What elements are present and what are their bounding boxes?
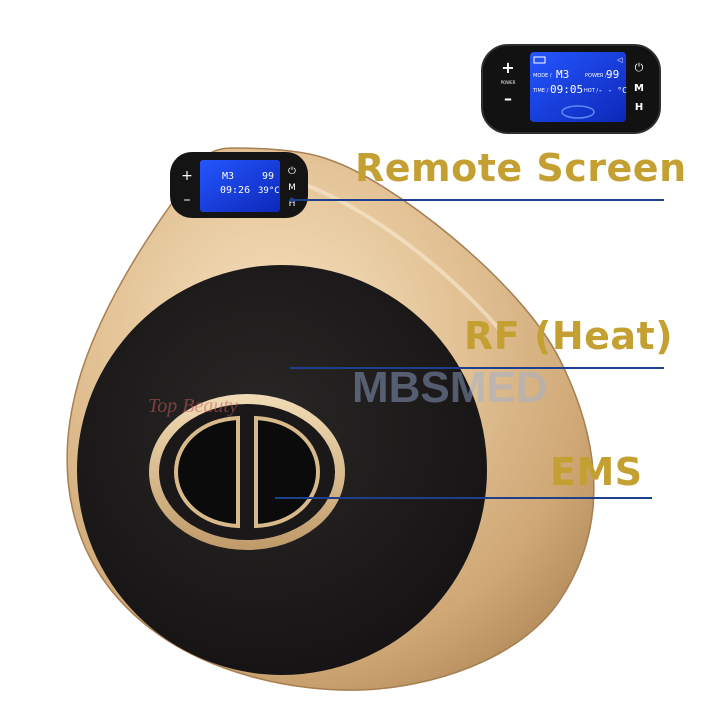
device-h-button[interactable]: H xyxy=(289,199,296,209)
remote-power-caption: POWER xyxy=(501,80,516,85)
device-time-value: 09:26 xyxy=(220,185,250,196)
ems-electrode-left xyxy=(173,415,240,529)
watermark-right: MBSMED xyxy=(352,363,548,412)
remote-screen-inset: + POWER – MODE / M3 POWER / 99 ◁ TIME / … xyxy=(481,44,661,134)
remote-time-label: TIME / xyxy=(532,88,549,94)
remote-mode-label: MODE / xyxy=(533,73,552,79)
remote-mode-value: M3 xyxy=(556,68,569,81)
remote-power-value: 99 xyxy=(606,68,619,81)
device-power-icon[interactable]: ⏻ xyxy=(288,166,296,177)
remote-h-button[interactable]: H xyxy=(635,102,643,113)
wave-logo-icon xyxy=(561,105,595,119)
device-hot-value: 39°C xyxy=(258,186,280,196)
device-plus-button[interactable]: + xyxy=(181,168,193,184)
remote-power-icon[interactable]: ⏻ xyxy=(635,62,644,74)
device-power-value: 99 xyxy=(262,171,274,182)
device-m-button[interactable]: M xyxy=(288,183,296,193)
remote-m-button[interactable]: M xyxy=(634,83,644,94)
label-rf-heat: RF (Heat) xyxy=(464,314,674,358)
remote-plus-button[interactable]: + xyxy=(501,58,514,77)
remote-hot-value: - - °C xyxy=(598,86,627,95)
battery-icon xyxy=(533,56,546,64)
device-minus-button[interactable]: – xyxy=(184,192,191,208)
device-mode-value: M3 xyxy=(222,171,234,182)
speaker-icon: ◁ xyxy=(617,57,623,64)
label-remote-screen: Remote Screen xyxy=(355,146,687,190)
device-lcd xyxy=(200,160,280,212)
remote-minus-button[interactable]: – xyxy=(504,89,512,108)
remote-power-label: POWER / xyxy=(585,73,607,79)
remote-hot-label: HOT / xyxy=(584,88,598,94)
remote-time-value: 09:05 xyxy=(550,83,583,96)
label-ems: EMS xyxy=(550,450,643,494)
watermark-left: Top Beauty xyxy=(148,395,238,417)
